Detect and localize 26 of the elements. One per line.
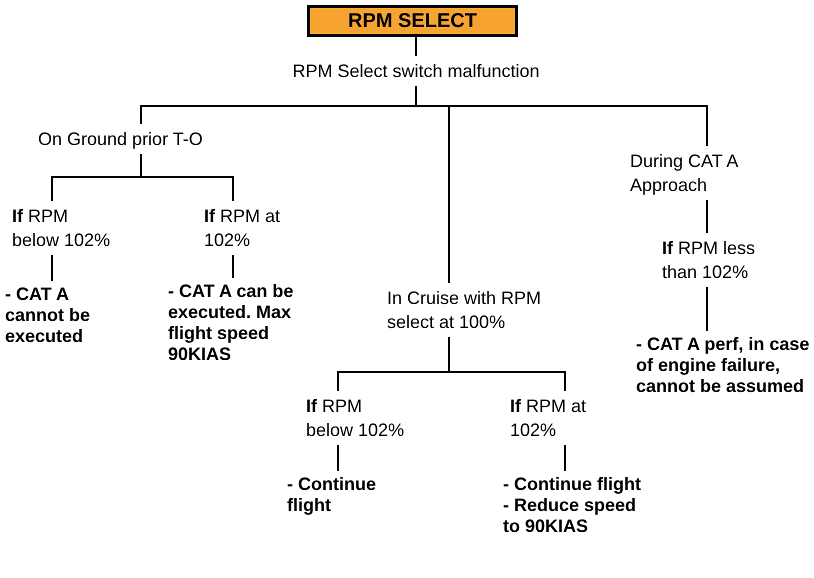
node-text: In Cruise with RPM select at 100% [387,287,542,334]
connector-line [706,200,708,233]
connector-line [232,255,234,278]
node-text: - Continue flight [503,474,642,495]
node-text: - Reduce speed to 90KIAS [503,495,638,537]
node-text: If RPM at 102% [510,395,588,442]
connector-line [51,255,53,281]
node-text: RPM SELECT [347,9,478,34]
node-text: If RPM below 102% [306,395,406,442]
node-text: RPM Select switch malfunction [291,60,541,83]
connector-line [140,154,234,201]
connector-line [415,86,708,146]
connector-line [564,445,566,471]
connector-line [706,287,708,331]
node-text: - CAT A can be executed. Max flight speed 90KIAS [168,281,294,365]
node-text: If RPM below 102% [12,205,112,252]
connector-line [415,37,417,56]
connector-line [337,445,339,471]
node-text: If RPM less than 102% [662,237,756,284]
node-text: If RPM at 102% [204,205,282,252]
node-text: - Continue flight [287,474,377,516]
title-box [307,5,518,37]
node-text: On Ground prior T-O [38,128,204,151]
node-text: - CAT A perf, in case of engine failure, cannot be assumed [636,334,810,397]
node-text: - CAT A cannot be executed [5,284,92,347]
node-text: During CAT A Approach [630,150,739,197]
